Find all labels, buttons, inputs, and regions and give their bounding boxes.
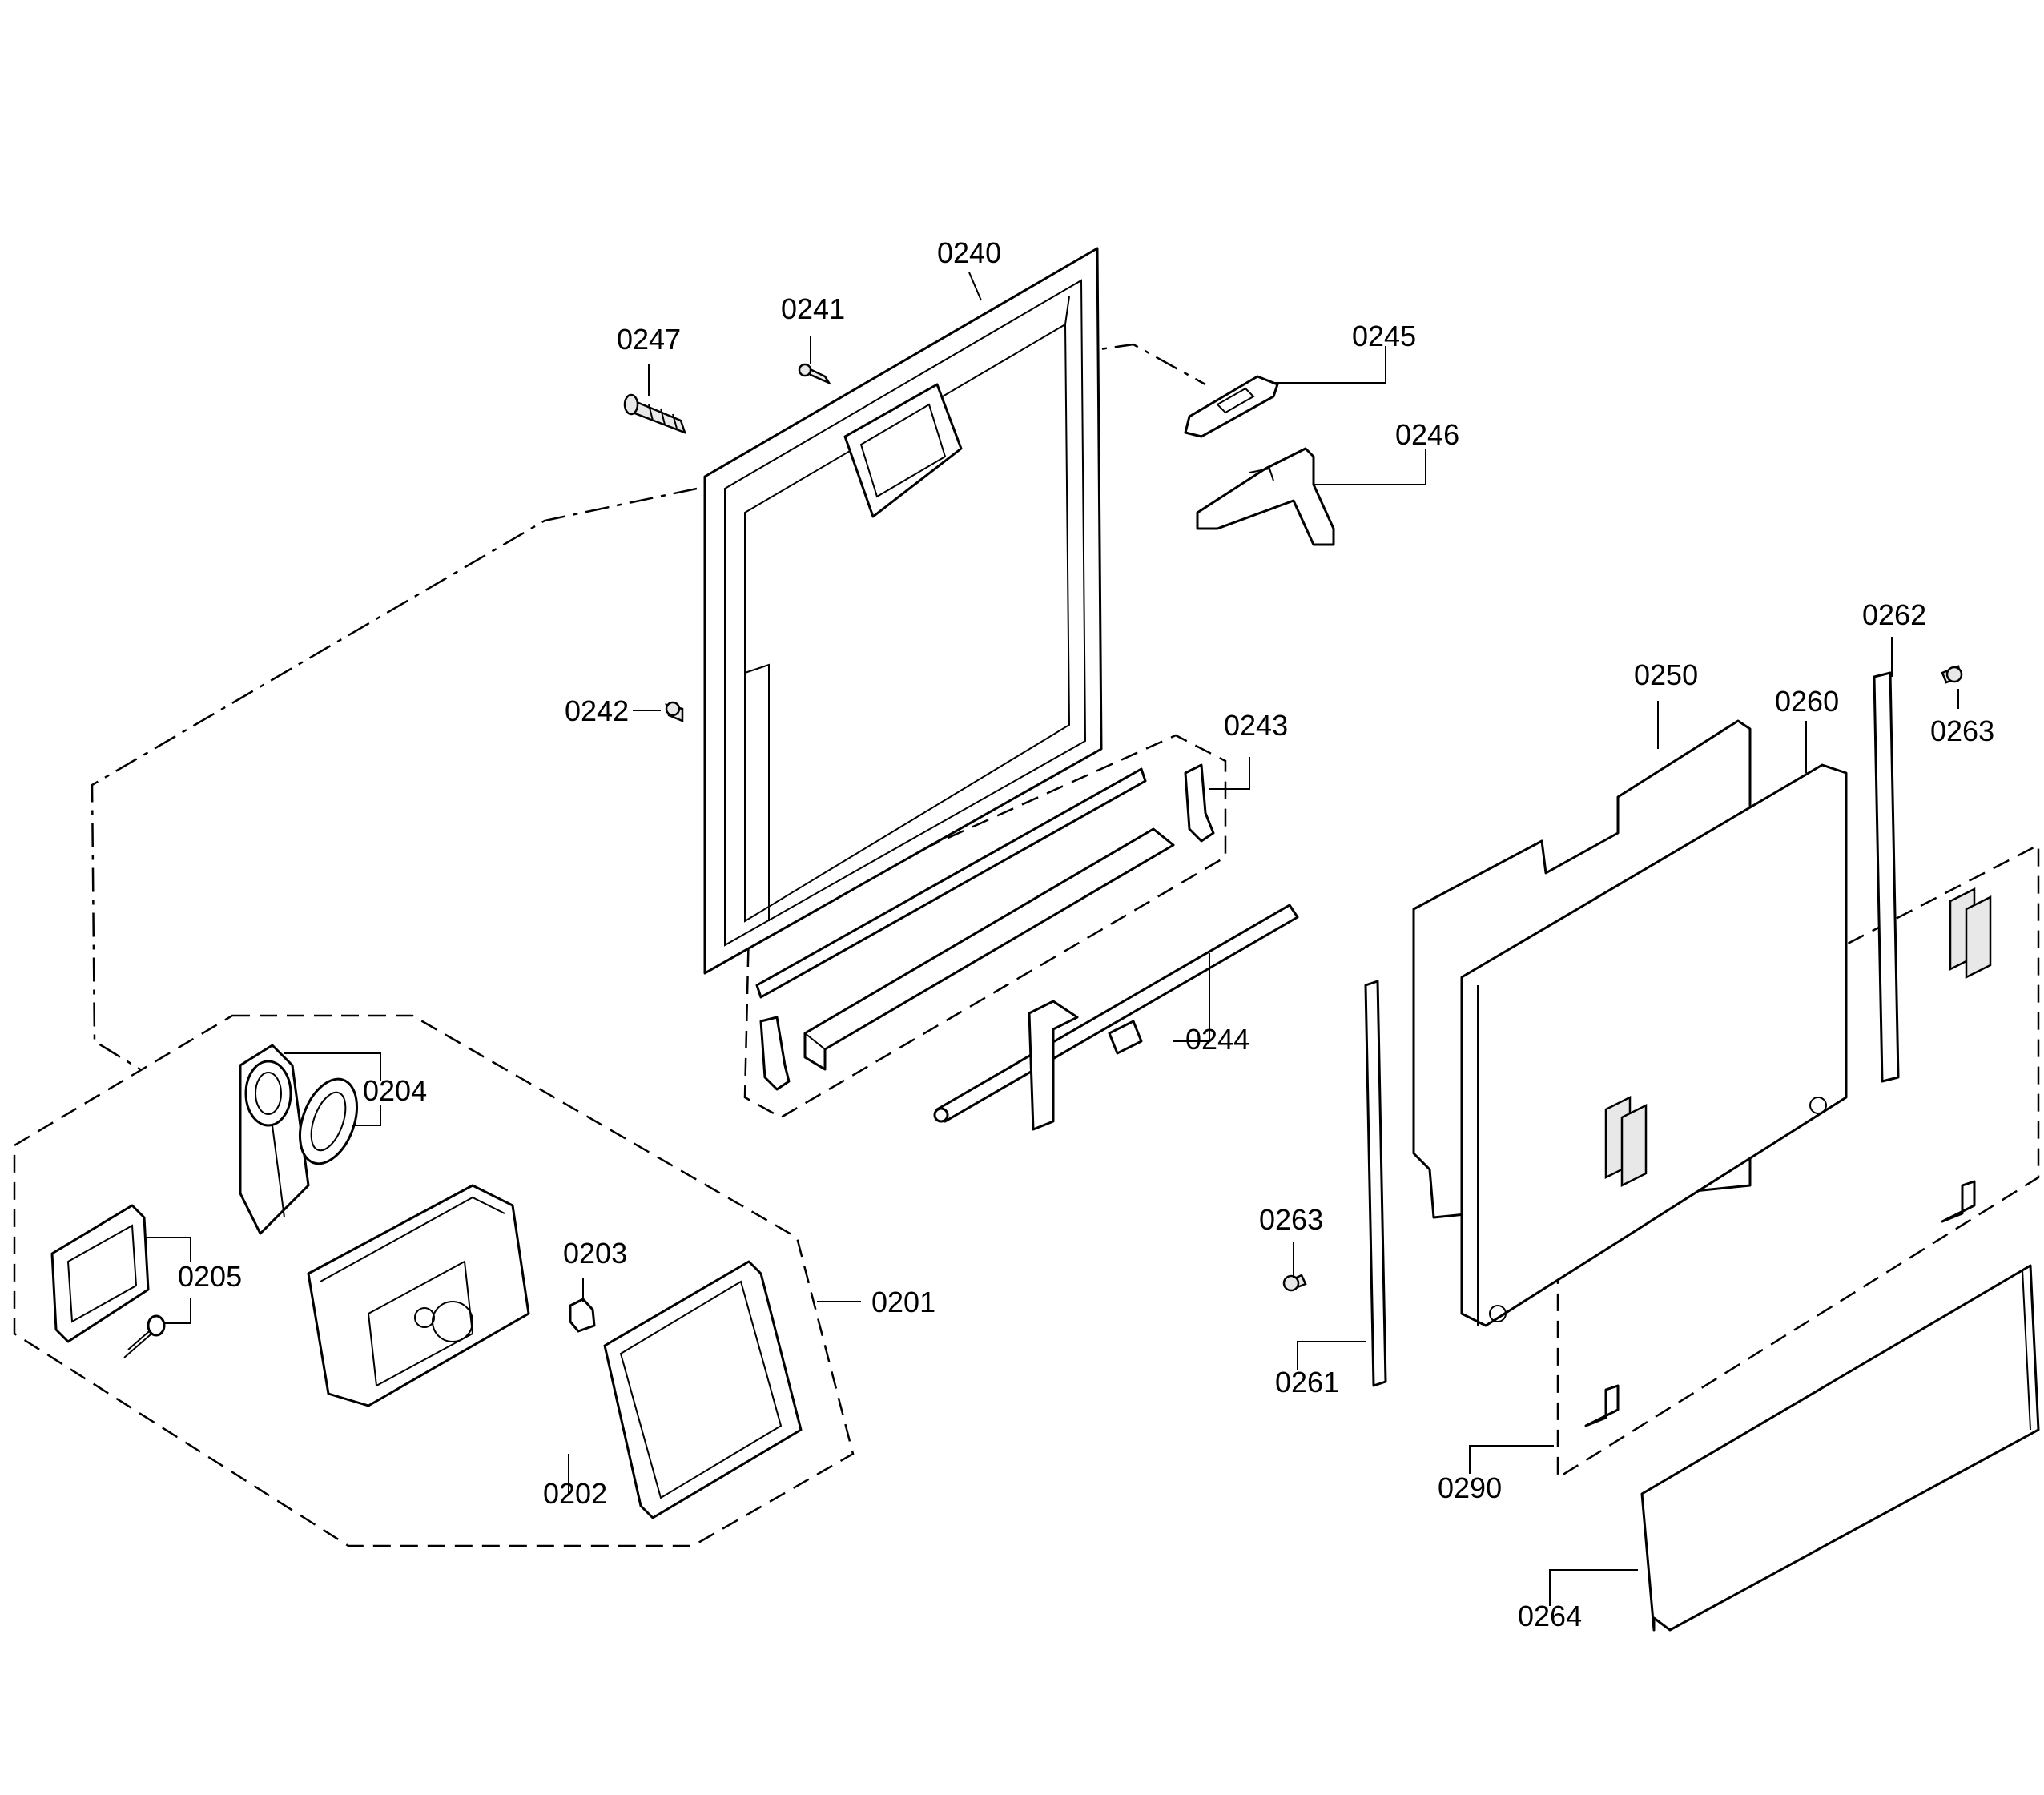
latch-0245 <box>1184 375 1279 438</box>
label-0246: 0246 <box>1395 418 1459 451</box>
label-0242: 0242 <box>565 694 629 727</box>
label-0241: 0241 <box>781 292 845 325</box>
label-0205: 0205 <box>178 1260 242 1293</box>
outer-panel-0290 <box>1584 887 1992 1427</box>
label-0201: 0201 <box>871 1286 935 1318</box>
rail-group-boundary-0243 <box>743 734 1227 1119</box>
screw-0242 <box>665 701 684 722</box>
spring-0205 <box>123 1314 166 1358</box>
label-0263-top: 0263 <box>1930 714 1994 747</box>
screw-0263-bottom <box>1282 1274 1307 1292</box>
kick-panel-0264 <box>1640 1264 2040 1632</box>
gasket-0204 <box>299 1077 358 1165</box>
label-0290: 0290 <box>1438 1471 1502 1504</box>
lock-group-boundary-0201 <box>13 1014 855 1547</box>
label-0240: 0240 <box>937 236 1001 269</box>
label-0262: 0262 <box>1862 598 1926 631</box>
leader-lines <box>144 272 1959 1606</box>
strip-0261 <box>1364 980 1387 1387</box>
label-0264: 0264 <box>1518 1600 1582 1632</box>
frame-0202 <box>603 1260 803 1519</box>
label-0203: 0203 <box>563 1237 627 1270</box>
hinge-arm-0244 <box>933 904 1299 1131</box>
screw-0241 <box>798 363 832 385</box>
label-0250: 0250 <box>1634 658 1698 691</box>
label-0244: 0244 <box>1185 1023 1249 1056</box>
panel-0260 <box>1460 763 1848 1327</box>
label-0204: 0204 <box>363 1074 427 1107</box>
screw-0263-top <box>1941 665 1963 684</box>
label-0243: 0243 <box>1224 709 1288 742</box>
clip-0203 <box>569 1298 596 1333</box>
strip-0262 <box>1873 671 1900 1083</box>
door-assembly-boundary <box>91 487 698 1071</box>
inner-door-0240 <box>703 247 1103 975</box>
label-0202: 0202 <box>543 1477 607 1510</box>
rail-set-0243 <box>755 763 1215 1091</box>
label-0261: 0261 <box>1275 1366 1339 1399</box>
bracket-0246 <box>1196 447 1335 546</box>
label-0260: 0260 <box>1775 685 1839 718</box>
door-lock-body-0201 <box>307 1184 530 1407</box>
label-0247: 0247 <box>617 323 681 356</box>
screw-0247 <box>623 393 687 435</box>
switch-plate-0205 <box>50 1204 150 1343</box>
label-0245: 0245 <box>1352 320 1416 352</box>
handle-bracket-0204 <box>239 1044 310 1235</box>
label-0263-bottom: 0263 <box>1259 1203 1323 1236</box>
